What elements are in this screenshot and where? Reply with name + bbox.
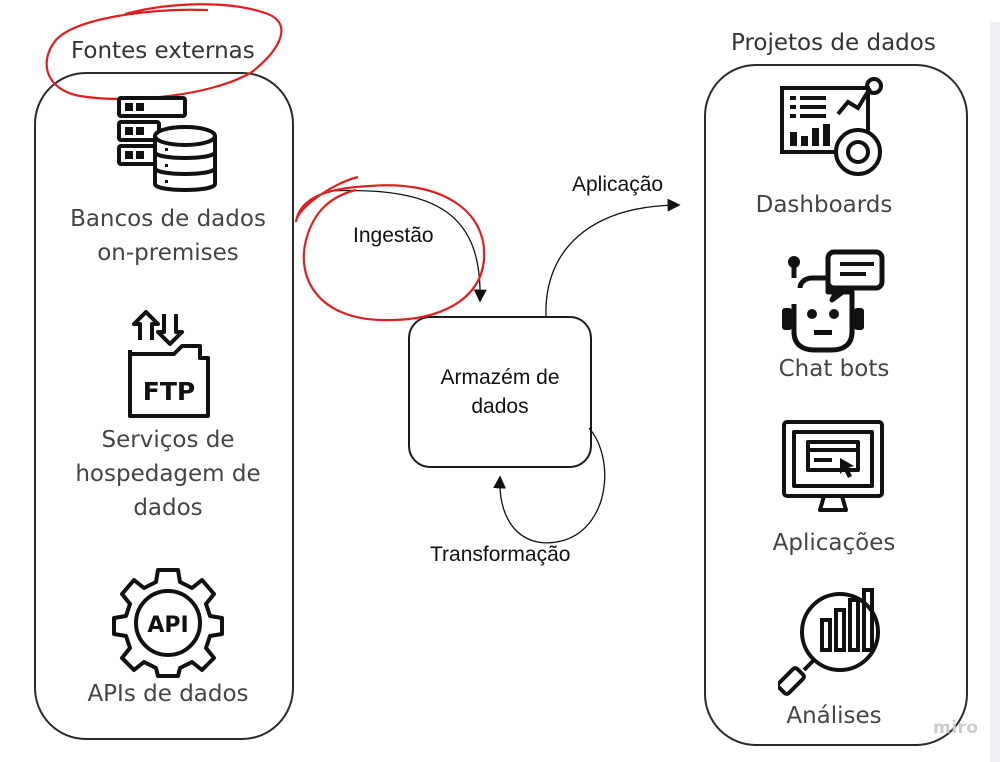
- external-sources-title: Fontes externas: [71, 38, 255, 64]
- dashboard-icon: [780, 77, 883, 176]
- canvas-edge-strip: [990, 22, 1000, 762]
- ftp-icon-text: FTP: [143, 377, 195, 406]
- transformation-edge: [493, 427, 606, 544]
- item-label-hosting: Serviços de hospedagem de dados: [44, 423, 292, 525]
- miro-watermark: miro: [933, 718, 979, 738]
- item-label-analyses: Análises: [786, 703, 882, 729]
- data-warehouse-label-line1: Armazém de: [440, 366, 560, 389]
- data-warehouse-label-line2: dados: [471, 395, 529, 418]
- chat-bot-icon: [782, 249, 885, 353]
- transformation-label: Transformação: [430, 543, 571, 566]
- item-label-hosting-line2: hospedagem de: [75, 461, 261, 487]
- ingestion-label: Ingestão: [353, 224, 434, 247]
- computer-application-icon: [782, 420, 884, 512]
- item-label-apis-line1: APIs de dados: [87, 681, 249, 707]
- item-label-hosting-line1: Serviços de: [101, 427, 235, 453]
- ingestion-edge: [327, 189, 487, 303]
- item-label-applications: Aplicações: [772, 530, 896, 556]
- item-label-dashboards: Dashboards: [755, 192, 893, 218]
- data-warehouse-node: Armazém de dados: [408, 316, 592, 468]
- red-annotation-ingestion-circle: [294, 175, 486, 322]
- analysis-magnifier-icon: [778, 588, 880, 696]
- ftp-folder-icon: FTP: [128, 310, 210, 418]
- item-label-chatbots: Chat bots: [778, 356, 890, 382]
- item-label-databases: Bancos de dados on-premises: [44, 202, 292, 270]
- item-label-apis: APIs de dados: [44, 677, 292, 711]
- application-label: Aplicação: [572, 173, 664, 196]
- data-projects-title: Projetos de dados: [731, 30, 936, 56]
- database-server-icon: [117, 96, 217, 192]
- item-label-databases-line1: Bancos de dados: [70, 206, 266, 232]
- api-gear-icon: API: [112, 568, 224, 678]
- item-label-hosting-line3: dados: [133, 495, 203, 521]
- application-edge: [545, 198, 681, 317]
- api-icon-text: API: [147, 613, 188, 638]
- item-label-databases-line2: on-premises: [97, 240, 239, 266]
